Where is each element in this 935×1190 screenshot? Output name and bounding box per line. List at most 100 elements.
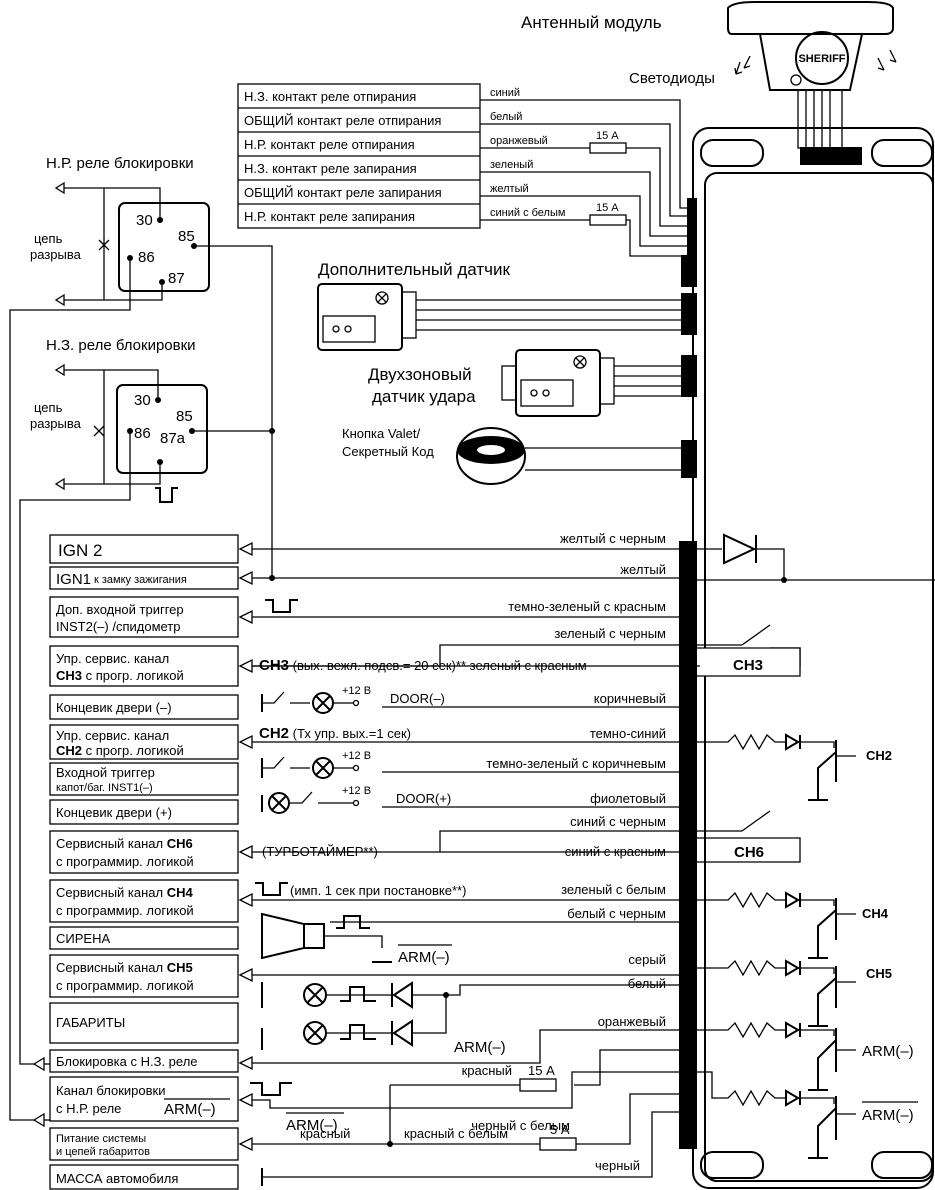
diode-icon — [785, 733, 801, 751]
svg-text:черный: черный — [595, 1158, 640, 1173]
svg-text:к замку зажигания: к замку зажигания — [94, 574, 187, 586]
svg-text:датчик удара: датчик удара — [372, 387, 476, 406]
fuse-label: 15 А — [596, 130, 619, 142]
svg-text:темно-зеленый с коричневым: темно-зеленый с коричневым — [486, 756, 666, 771]
svg-text:Доп. входной триггер: Доп. входной триггер — [56, 602, 184, 617]
box-inst2 — [49, 596, 239, 638]
svg-text:Блокировка с Н.З. реле: Блокировка с Н.З. реле — [56, 1054, 198, 1069]
box-ch5 — [49, 954, 239, 998]
box-power — [49, 1127, 239, 1161]
svg-text:цепь: цепь — [34, 400, 63, 415]
box-arrow-icons — [238, 541, 253, 1152]
wire-label: зеленый — [490, 159, 533, 171]
svg-text:INST2(–) /спидометр: INST2(–) /спидометр — [56, 619, 181, 634]
wire-label: оранжевый — [490, 135, 548, 147]
svg-text:IGN1: IGN1 — [56, 571, 91, 588]
svg-text:(ТУРБОТАЙМЕР**): (ТУРБОТАЙМЕР**) — [262, 844, 378, 859]
svg-text:зеленый с белым: зеленый с белым — [561, 882, 666, 897]
svg-text:Сервисный канал CH6: Сервисный канал CH6 — [56, 836, 193, 851]
svg-text:капот/баг. INST1(–): капот/баг. INST1(–) — [56, 782, 153, 794]
svg-text:ARM(–): ARM(–) — [164, 1101, 216, 1118]
svg-text:желтый: желтый — [620, 562, 666, 577]
fuse-icon — [519, 1078, 557, 1092]
svg-text:коричневый: коричневый — [594, 691, 666, 706]
svg-text:Кнопка Valet/: Кнопка Valet/ — [342, 426, 421, 441]
box-ign2 — [49, 534, 239, 564]
relay-row-label: ОБЩИЙ контакт реле отпирания — [244, 113, 441, 128]
diode-icon — [785, 959, 801, 977]
leds-label: Светодиоды — [629, 70, 715, 87]
box-block-nz — [49, 1049, 239, 1073]
box-parking — [49, 1002, 239, 1044]
svg-text:CH2 (Тх упр. вых.=1 сек): CH2 (Тх упр. вых.=1 сек) — [259, 725, 411, 742]
diode-icon — [391, 1019, 413, 1047]
svg-text:темно-зеленый с красным: темно-зеленый с красным — [508, 599, 666, 614]
alarm-main-unit — [679, 127, 934, 1189]
box-inst1 — [49, 762, 239, 796]
box-ch3 — [49, 645, 239, 687]
svg-text:CH2 с прогр. логикой: CH2 с прогр. логикой — [56, 743, 184, 758]
svg-text:разрыва: разрыва — [30, 247, 82, 262]
svg-text:белый с черным: белый с черным — [567, 906, 666, 921]
svg-text:+12 В: +12 В — [342, 750, 371, 762]
svg-text:CH4: CH4 — [862, 906, 889, 921]
diode-icon — [785, 1021, 801, 1039]
box-ch4 — [49, 879, 239, 923]
svg-text:оранжевый: оранжевый — [598, 1014, 666, 1029]
svg-text:+12 В: +12 В — [342, 785, 371, 797]
svg-text:Концевик двери (+): Концевик двери (+) — [56, 805, 172, 820]
svg-text:Секретный Код: Секретный Код — [342, 444, 434, 459]
resistor-icon — [697, 1071, 786, 1107]
svg-text:Сервисный канал CH4: Сервисный канал CH4 — [56, 885, 194, 900]
wire-label: синий с белым — [490, 207, 565, 219]
svg-text:CH5: CH5 — [866, 966, 892, 981]
shock-sensor: Двухзоновый датчик удара — [368, 349, 681, 417]
diode-icon — [785, 891, 801, 909]
relay-row-label: Н.З. контакт реле отпирания — [244, 89, 416, 104]
relay-row-label: Н.Р. контакт реле запирания — [244, 209, 415, 224]
wire-label: синий — [490, 87, 520, 99]
svg-text:15 А: 15 А — [528, 1063, 555, 1078]
arrow-icon — [54, 181, 65, 195]
svg-text:30: 30 — [136, 212, 153, 229]
pulse-icon — [265, 599, 298, 613]
svg-text:с программир. логикой: с программир. логикой — [56, 978, 194, 993]
relay-row-label: ОБЩИЙ контакт реле запирания — [244, 185, 442, 200]
arrow-icon — [54, 477, 65, 491]
diode-icon — [723, 533, 757, 565]
svg-text:ARM(–): ARM(–) — [454, 1039, 506, 1056]
box-ch6 — [49, 830, 239, 874]
sensor-connector — [681, 293, 697, 335]
break-mark-icon — [93, 425, 105, 437]
svg-text:87: 87 — [168, 270, 185, 287]
main-connector — [679, 541, 697, 1149]
svg-text:красный с белым: красный с белым — [404, 1126, 508, 1141]
svg-text:МАССА автомобиля: МАССА автомобиля — [56, 1171, 178, 1186]
svg-text:ARM(–): ARM(–) — [398, 949, 450, 966]
svg-text:черный с белым: черный с белым — [471, 1118, 570, 1133]
svg-text:86: 86 — [138, 249, 155, 266]
pulse-icon — [340, 986, 376, 1002]
svg-text:ARM(–): ARM(–) — [862, 1107, 914, 1124]
box-siren — [49, 926, 239, 950]
svg-text:30: 30 — [134, 392, 151, 409]
additional-sensor: Дополнительный датчик — [317, 260, 681, 351]
svg-text:85: 85 — [178, 228, 195, 245]
svg-text:CH2: CH2 — [866, 748, 892, 763]
svg-text:ARM(–): ARM(–) — [286, 1117, 338, 1134]
nr-relay-title: Н.Р. реле блокировки — [46, 155, 194, 172]
resistor-icon — [697, 1021, 786, 1039]
additional-sensor-label: Дополнительный датчик — [318, 260, 510, 279]
svg-text:с программир. логикой: с программир. логикой — [56, 854, 194, 869]
diode-icon — [391, 981, 413, 1009]
svg-text:Двухзоновый: Двухзоновый — [368, 365, 472, 384]
svg-text:CH3: CH3 — [733, 657, 763, 674]
svg-text:87a: 87a — [160, 430, 186, 447]
left-terminal-boxes: IGN 2 IGN1 к замку зажигания Доп. входно… — [32, 534, 239, 1190]
svg-text:фиолетовый: фиолетовый — [590, 791, 666, 806]
svg-text:красный: красный — [462, 1063, 512, 1078]
valet-connector — [681, 255, 697, 287]
box-door-pos — [49, 799, 239, 825]
svg-text:CH3 с прогр. логикой: CH3 с прогр. логикой — [56, 668, 184, 683]
